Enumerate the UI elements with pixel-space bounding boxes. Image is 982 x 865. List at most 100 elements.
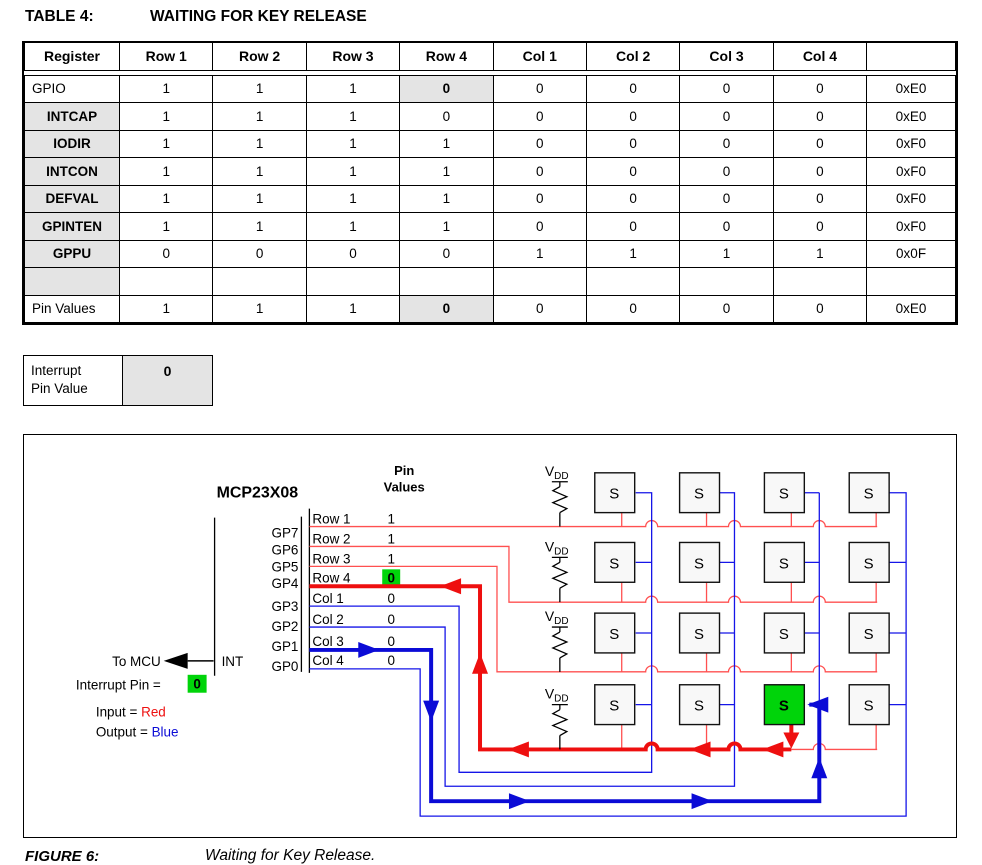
signal-value: 1 bbox=[387, 512, 394, 527]
int-pin-label: INT bbox=[222, 654, 244, 669]
table-cell bbox=[679, 267, 774, 296]
register-name-cell bbox=[24, 267, 120, 296]
svg-text:S: S bbox=[609, 626, 619, 643]
table-cell: 0 bbox=[772, 184, 868, 213]
table-cell: 1 bbox=[399, 157, 494, 186]
col-header: Col 3 bbox=[679, 43, 774, 71]
table-cell: 1 bbox=[118, 184, 214, 213]
header-row: Register Row 1 Row 2 Row 3 Row 4 Col 1 C… bbox=[24, 43, 956, 71]
switch bbox=[848, 684, 890, 726]
table-cell bbox=[492, 267, 587, 296]
table-cell: 0 bbox=[585, 184, 681, 213]
resistor-icon bbox=[551, 486, 569, 514]
table-cell: 1 bbox=[399, 129, 494, 158]
table-cell: 0 bbox=[772, 74, 868, 103]
table-cell: 0 bbox=[679, 157, 774, 186]
svg-text:VDD: VDD bbox=[545, 608, 569, 627]
switch bbox=[594, 472, 636, 514]
table-cell: 0xF0 bbox=[866, 212, 956, 241]
svg-text:S: S bbox=[694, 486, 704, 503]
register-name-cell: INTCAP bbox=[24, 102, 120, 131]
table-cell: 0xF0 bbox=[866, 157, 956, 186]
signal-label: Col 3 bbox=[312, 634, 343, 649]
vdd-label: V bbox=[545, 608, 555, 624]
register-name-cell: INTCON bbox=[24, 157, 120, 186]
table-cell: 0 bbox=[492, 129, 587, 158]
output-current-path bbox=[309, 647, 822, 804]
table-cell: 0 bbox=[772, 294, 868, 323]
table-cell: 0 bbox=[679, 212, 774, 241]
svg-text:S: S bbox=[694, 698, 704, 715]
table-cell: 0 bbox=[679, 74, 774, 103]
register-name-cell: DEFVAL bbox=[24, 184, 120, 213]
signal-label: Col 2 bbox=[312, 612, 343, 627]
table-cell: 1 bbox=[305, 294, 401, 323]
to-mcu-label: To MCU bbox=[112, 654, 161, 669]
table-cell: 1 bbox=[305, 157, 401, 186]
register-name-cell: GPINTEN bbox=[24, 212, 120, 241]
switch bbox=[594, 684, 636, 726]
table-cell: 0 bbox=[305, 239, 401, 268]
svg-text:S: S bbox=[864, 555, 874, 572]
signal-value: 1 bbox=[387, 551, 394, 566]
switch bbox=[763, 541, 806, 583]
table-cell: 1 bbox=[212, 294, 307, 323]
resistor-icon bbox=[551, 631, 569, 659]
table-cell: 0 bbox=[585, 212, 681, 241]
gp-pin-label: GP1 bbox=[271, 639, 298, 654]
signal-value: 0 bbox=[387, 653, 394, 668]
table-cell: 1 bbox=[305, 74, 401, 103]
interrupt-pin-label: Interrupt Pin = bbox=[76, 678, 161, 693]
vdd-sub-label: DD bbox=[554, 546, 568, 557]
col-header: Row 1 bbox=[118, 43, 214, 71]
interrupt-pin-box-value: 0 bbox=[122, 356, 212, 405]
table-cell: 0 bbox=[118, 239, 214, 268]
signal-value: 1 bbox=[387, 531, 394, 546]
table-row bbox=[24, 267, 956, 296]
table-cell bbox=[772, 267, 868, 296]
legend-input-label: Input = bbox=[96, 705, 141, 720]
chip-label: MCP23X08 bbox=[217, 485, 299, 502]
vdd-sub-label: DD bbox=[554, 616, 568, 627]
table-cell: 0x0F bbox=[866, 239, 956, 268]
pin-values-header: Pin bbox=[394, 463, 414, 478]
register-name-cell: GPPU bbox=[24, 239, 120, 268]
signal-label: Col 1 bbox=[312, 591, 343, 606]
table-cell: 1 bbox=[118, 102, 214, 131]
table-cell bbox=[212, 267, 307, 296]
table-cell: 0 bbox=[399, 74, 494, 103]
table-cell: 0 bbox=[679, 102, 774, 131]
svg-text:S: S bbox=[779, 698, 789, 715]
vdd-label: V bbox=[545, 538, 555, 554]
switch bbox=[678, 541, 721, 583]
gp-pin-label: GP6 bbox=[271, 542, 298, 557]
legend-output-label: Output = bbox=[96, 725, 152, 740]
signal-label: Col 4 bbox=[312, 653, 344, 668]
vdd-label: V bbox=[545, 686, 555, 702]
svg-text:S: S bbox=[779, 555, 789, 572]
table-cell: 1 bbox=[118, 157, 214, 186]
figure-6-frame: MCP23X08 Pin Values GP7 GP6 GP5 GP4 GP3 … bbox=[23, 434, 957, 838]
signal-value: 0 bbox=[387, 591, 394, 606]
interrupt-pin-box-label-line1: Interrupt bbox=[31, 363, 82, 378]
table-cell: 1 bbox=[212, 74, 307, 103]
table-cell: 1 bbox=[118, 129, 214, 158]
svg-text:S: S bbox=[864, 698, 874, 715]
table-cell: 1 bbox=[118, 294, 214, 323]
table-cell: 0 bbox=[772, 212, 868, 241]
register-name-cell: IODIR bbox=[24, 129, 120, 158]
signal-label: Row 1 bbox=[312, 512, 350, 527]
legend-input-value: Red bbox=[141, 705, 166, 720]
table-cell: 1 bbox=[772, 239, 868, 268]
col-header: Register bbox=[24, 43, 120, 71]
table-cell: 0 bbox=[585, 102, 681, 131]
interrupt-pin-value: 0 bbox=[193, 677, 200, 692]
table-cell: 1 bbox=[305, 129, 401, 158]
